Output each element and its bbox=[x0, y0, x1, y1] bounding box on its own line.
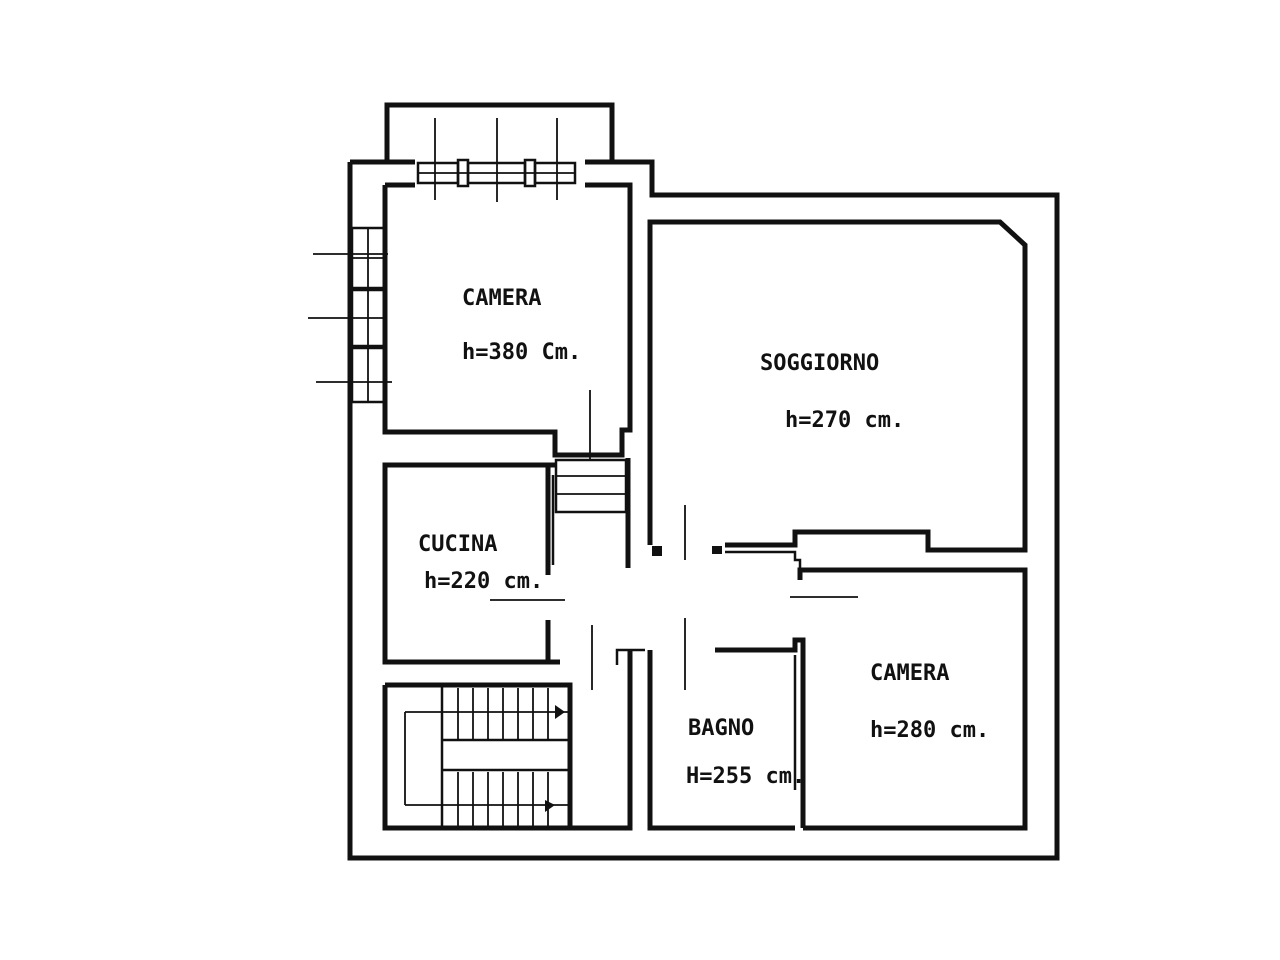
room-label-cucina: CUCINA bbox=[418, 532, 497, 557]
room-height-cucina: h=220 cm. bbox=[424, 569, 543, 594]
bagno-walls bbox=[570, 625, 806, 831]
room-height-bagno: H=255 cm. bbox=[686, 764, 805, 789]
room-label-camera-2: CAMERA bbox=[870, 661, 949, 686]
hall-steps bbox=[554, 390, 631, 568]
left-windows bbox=[308, 226, 392, 404]
cucina-walls bbox=[382, 462, 560, 665]
room-label-camera-1: CAMERA bbox=[462, 286, 541, 311]
balcony bbox=[384, 102, 615, 202]
soggiorno-walls bbox=[647, 219, 1028, 831]
room-label-bagno: BAGNO bbox=[688, 716, 754, 741]
room-height-camera-1: h=380 Cm. bbox=[462, 340, 581, 365]
outer-walls bbox=[347, 159, 1060, 861]
room-height-camera-2: h=280 cm. bbox=[870, 718, 989, 743]
room-height-soggiorno: h=270 cm. bbox=[785, 408, 904, 433]
room-label-soggiorno: SOGGIORNO bbox=[760, 351, 879, 376]
staircase bbox=[382, 682, 573, 831]
top-window bbox=[416, 158, 577, 188]
door-lines bbox=[490, 505, 858, 690]
